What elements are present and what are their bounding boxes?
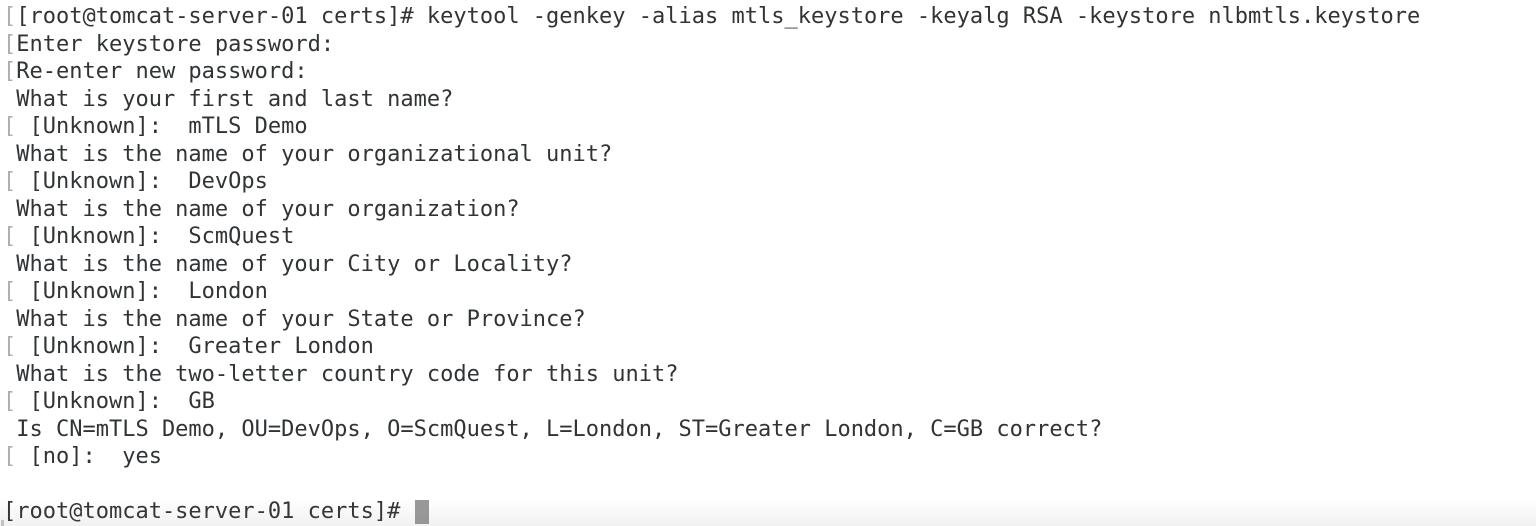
terminal-line: [[root@tomcat-server-01 certs]# keytool … [3,3,1536,31]
terminal-text: Is CN=mTLS Demo, OU=DevOps, O=ScmQuest, … [3,416,1103,442]
terminal-text: [root@tomcat-server-01 certs]# [3,499,414,524]
terminal-line: [Enter keystore password: [3,31,1536,59]
terminal-command-mark: [ [3,334,17,359]
terminal-line: [root@tomcat-server-01 certs]# [3,498,1536,526]
terminal-command-mark: [ [3,169,17,194]
terminal-cursor [414,500,429,524]
terminal-line: What is the name of your organization? [3,196,1536,224]
terminal-command-mark: [ [3,279,17,304]
terminal-line [3,471,1536,499]
terminal-line: What is the name of your City or Localit… [3,251,1536,279]
terminal-text: [Unknown]: mTLS Demo [16,114,308,139]
terminal-text: What is the two-letter country code for … [3,361,679,387]
terminal-text: [Unknown]: DevOps [16,169,268,194]
terminal-text: Enter keystore password: [16,31,335,57]
terminal-text: [root@tomcat-server-01 certs]# keytool -… [16,4,1421,29]
terminal-command-mark: [ [3,444,17,469]
terminal-command-mark: [ [3,31,17,57]
terminal-text: [Unknown]: London [16,279,268,304]
terminal-text: What is the name of your organizational … [3,141,613,167]
clipped-next-mark-fragment [1,520,4,526]
terminal-line: [ [Unknown]: DevOps [3,168,1536,196]
terminal-line: What is the name of your organizational … [3,141,1536,169]
terminal-text: [Unknown]: GB [16,389,215,414]
terminal-command-mark: [ [3,389,17,414]
terminal-line: [ [Unknown]: ScmQuest [3,223,1536,251]
terminal-text: What is the name of your organization? [3,196,520,222]
terminal-line: What is the name of your State or Provin… [3,306,1536,334]
terminal-text: Re-enter new password: [16,59,308,84]
terminal-text: [Unknown]: ScmQuest [16,224,295,249]
terminal-line: [Re-enter new password: [3,58,1536,86]
terminal-line: Is CN=mTLS Demo, OU=DevOps, O=ScmQuest, … [3,416,1536,444]
terminal-command-mark: [ [3,59,17,84]
terminal-line: [ [Unknown]: London [3,278,1536,306]
terminal-text: What is the name of your State or Provin… [3,306,586,332]
terminal-text: [Unknown]: Greater London [16,334,374,359]
terminal-line: [ [Unknown]: GB [3,388,1536,416]
terminal-line: [ [Unknown]: Greater London [3,333,1536,361]
terminal-text: What is your first and last name? [3,86,454,112]
terminal-command-mark: [ [3,4,17,29]
terminal-line: [ [Unknown]: mTLS Demo [3,113,1536,141]
terminal-text: [no]: yes [16,444,162,469]
terminal-line: What is the two-letter country code for … [3,361,1536,389]
terminal-line: [ [no]: yes [3,443,1536,471]
terminal-text: What is the name of your City or Localit… [3,251,573,277]
terminal-command-mark: [ [3,224,17,249]
terminal-command-mark: [ [3,114,17,139]
terminal-line: What is your first and last name? [3,86,1536,114]
